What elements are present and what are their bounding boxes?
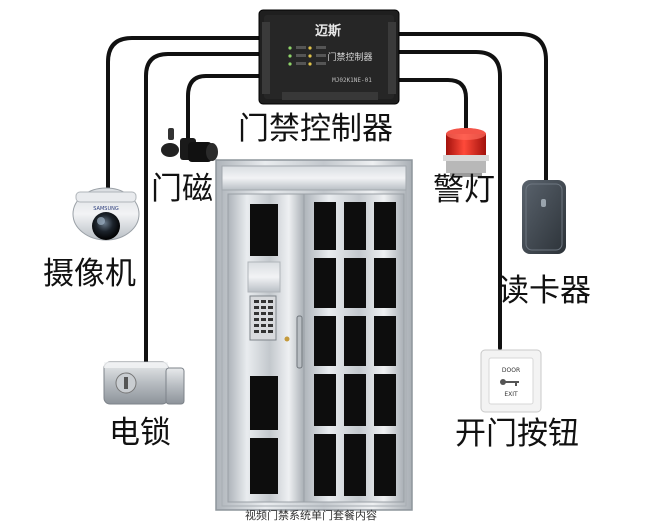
camera-brand-text: SAMSUNG xyxy=(93,206,119,212)
cable-electric-lock xyxy=(144,52,262,367)
controller-brand-text: 迈斯 xyxy=(315,23,341,39)
controller-model-text: MJ02K1NE-01 xyxy=(332,77,372,84)
cable-exit-button xyxy=(396,50,502,350)
label-access-controller: 门禁控制器 xyxy=(238,111,393,147)
exit-button-top-text: DOOR xyxy=(502,367,520,374)
electric-lock-device xyxy=(103,361,185,405)
controller-title-text: 门禁控制器 xyxy=(327,51,372,63)
cable-door-sensor xyxy=(186,74,264,142)
cables xyxy=(106,32,548,367)
caption: 视频门禁系统单门套餐内容 xyxy=(245,509,377,522)
cable-card-reader xyxy=(396,32,548,182)
label-door-sensor: 门磁 xyxy=(151,171,213,207)
door-sensor-device xyxy=(161,128,218,162)
card-reader-device xyxy=(522,180,566,254)
access-controller-device: 迈斯 门禁控制器 MJ02K1NE-01 xyxy=(258,9,400,105)
camera-device: SAMSUNG xyxy=(72,187,140,241)
label-camera: 摄像机 xyxy=(43,256,136,292)
cable-camera xyxy=(106,36,262,190)
label-alarm-light: 警灯 xyxy=(433,172,495,208)
alarm-light-device xyxy=(443,128,489,177)
exit-button-device: DOOR EXIT xyxy=(480,349,542,413)
double-door xyxy=(215,159,413,511)
cable-alarm-light xyxy=(396,78,468,130)
label-card-reader: 读卡器 xyxy=(498,273,591,309)
exit-button-bottom-text: EXIT xyxy=(504,391,518,398)
label-electric-lock: 电锁 xyxy=(109,415,171,451)
door-glass-grid xyxy=(314,202,396,496)
label-exit-button: 开门按钮 xyxy=(455,416,579,452)
